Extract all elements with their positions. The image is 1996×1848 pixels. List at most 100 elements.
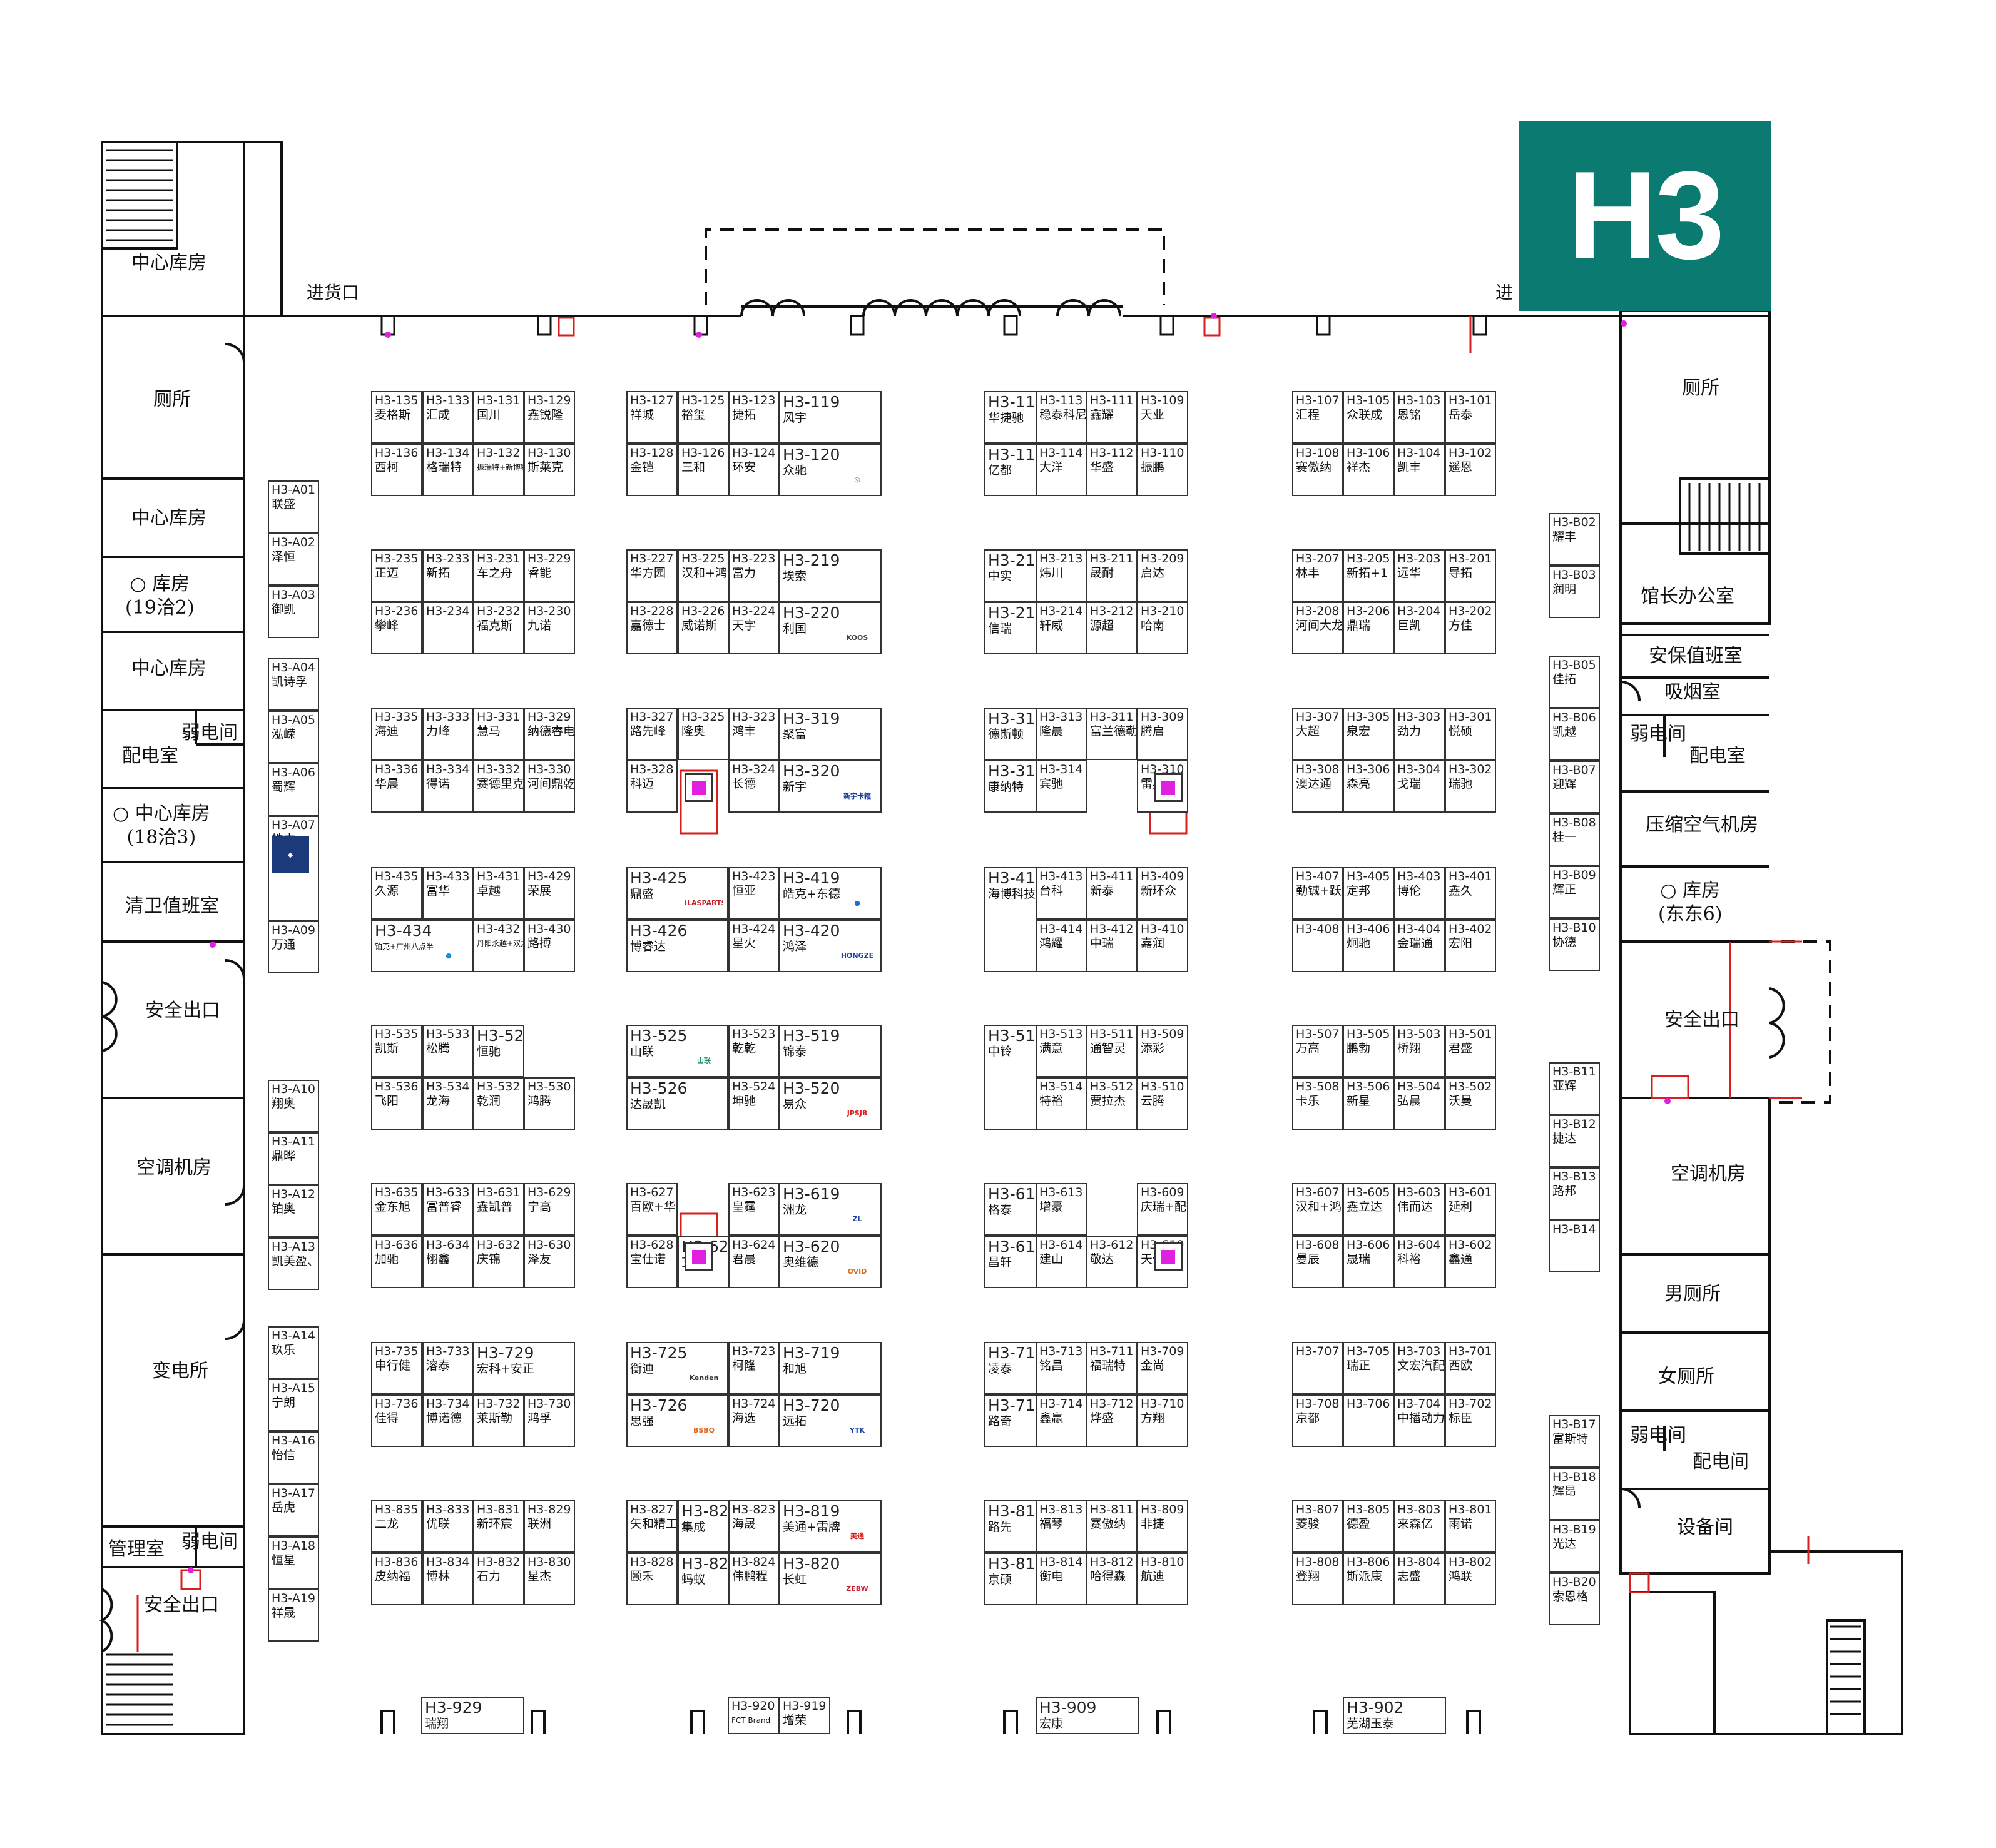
booth-h3-529[interactable]: H3-529恒驰 (473, 1025, 524, 1077)
booth-h3-234[interactable]: H3-234 (422, 602, 474, 654)
booth-h3-b14[interactable]: H3-B14 (1549, 1220, 1600, 1272)
